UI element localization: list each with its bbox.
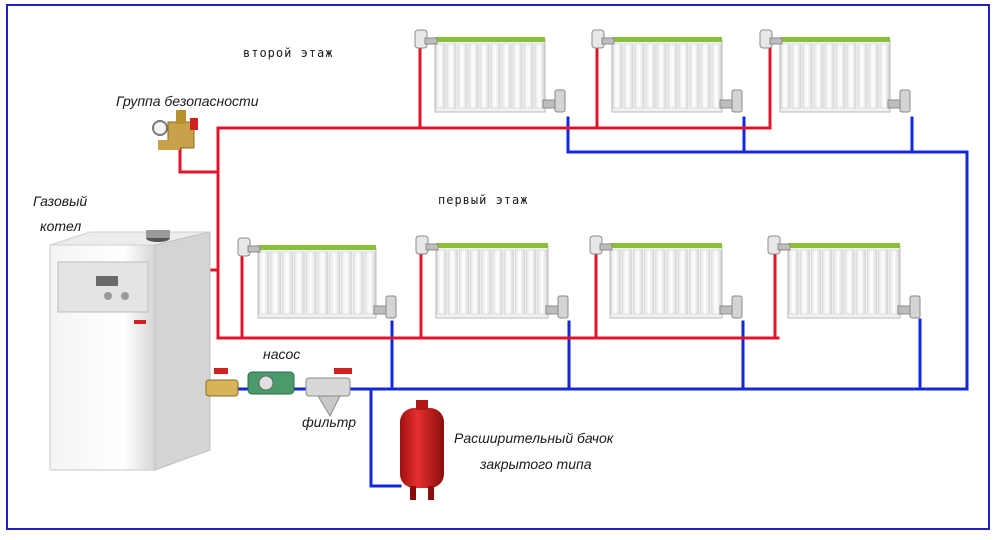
radiator-lower-1	[237, 237, 397, 319]
filter-label: фильтр	[302, 414, 357, 430]
return-pipes	[196, 116, 969, 488]
gas-boiler	[49, 230, 211, 471]
circulation-pump	[247, 371, 295, 395]
radiator-lower-2-thermostatic-valve	[415, 235, 439, 255]
radiator-lower-3-return-valve	[719, 295, 743, 319]
radiator-lower-4-thermostatic-valve	[767, 235, 791, 255]
pump-label: насос	[263, 346, 301, 362]
radiator-lower-4	[767, 235, 921, 319]
ball-valve-left	[205, 368, 239, 397]
radiator-upper-2-return-valve	[719, 89, 743, 113]
radiator-upper-2-thermostatic-valve	[591, 29, 615, 49]
radiator-lower-4-return-valve	[897, 295, 921, 319]
second-floor-label: второй этаж	[243, 46, 334, 60]
boiler-label-line1: Газовый	[33, 193, 88, 209]
radiator-lower-2-return-valve	[545, 295, 569, 319]
radiator-lower-1-thermostatic-valve	[237, 237, 261, 257]
radiator-upper-2	[591, 29, 743, 113]
filter	[305, 368, 352, 418]
radiator-upper-3-thermostatic-valve	[759, 29, 783, 49]
radiator-upper-1-return-valve	[542, 89, 566, 113]
diagram-frame	[6, 4, 990, 530]
radiator-lower-2	[415, 235, 569, 319]
tank-label-line2: закрытого типа	[480, 456, 592, 472]
radiator-lower-1-return-valve	[373, 295, 397, 319]
safety-group	[152, 110, 198, 150]
first-floor-label: первый этаж	[438, 193, 529, 207]
radiator-upper-1-thermostatic-valve	[414, 29, 438, 49]
expansion-tank	[400, 400, 444, 500]
radiator-upper-3	[759, 29, 911, 113]
radiator-upper-1	[414, 29, 566, 113]
upper-return-main	[566, 116, 969, 154]
radiator-lower-3	[589, 235, 743, 319]
radiator-lower-3-thermostatic-valve	[589, 235, 613, 255]
safety-group-label: Группа безопасности	[116, 93, 259, 109]
boiler-label-line2: котел	[40, 218, 82, 234]
tank-label-line1: Расширительный бачок	[454, 430, 614, 446]
tank-branch	[369, 387, 402, 488]
radiator-upper-3-return-valve	[887, 89, 911, 113]
